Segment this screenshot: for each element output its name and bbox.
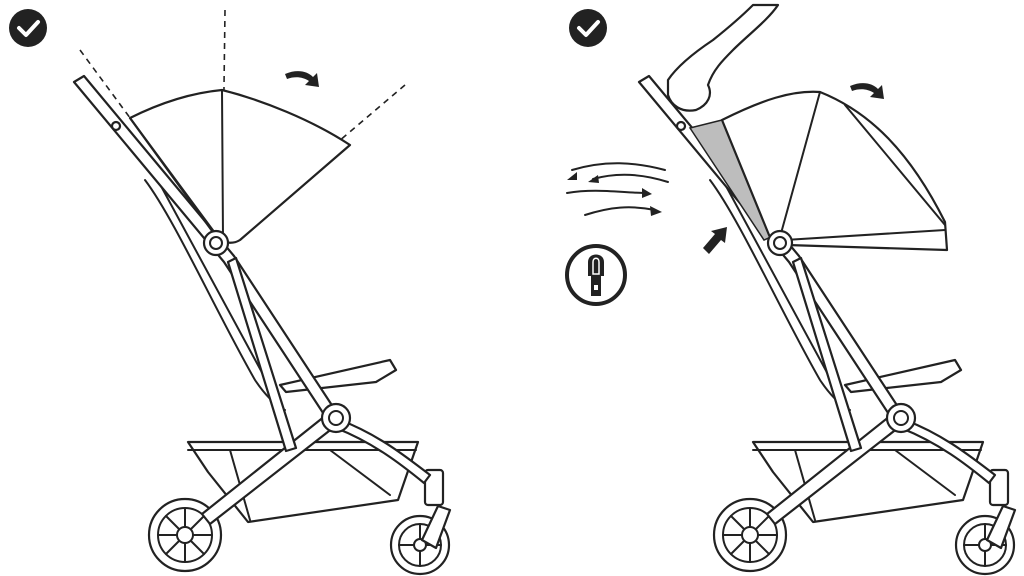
check-circle-icon (569, 9, 607, 47)
rotate-arrow-icon (850, 83, 884, 99)
rotate-arrow-icon (285, 71, 319, 87)
right-panel (565, 3, 1017, 576)
zipper-icon (565, 244, 627, 306)
airflow-arrows-icon (566, 162, 669, 216)
hand (666, 3, 780, 112)
check-circle-icon (9, 9, 47, 47)
left-panel (9, 9, 452, 576)
push-arrow-icon (703, 227, 727, 254)
canopy (128, 88, 352, 244)
